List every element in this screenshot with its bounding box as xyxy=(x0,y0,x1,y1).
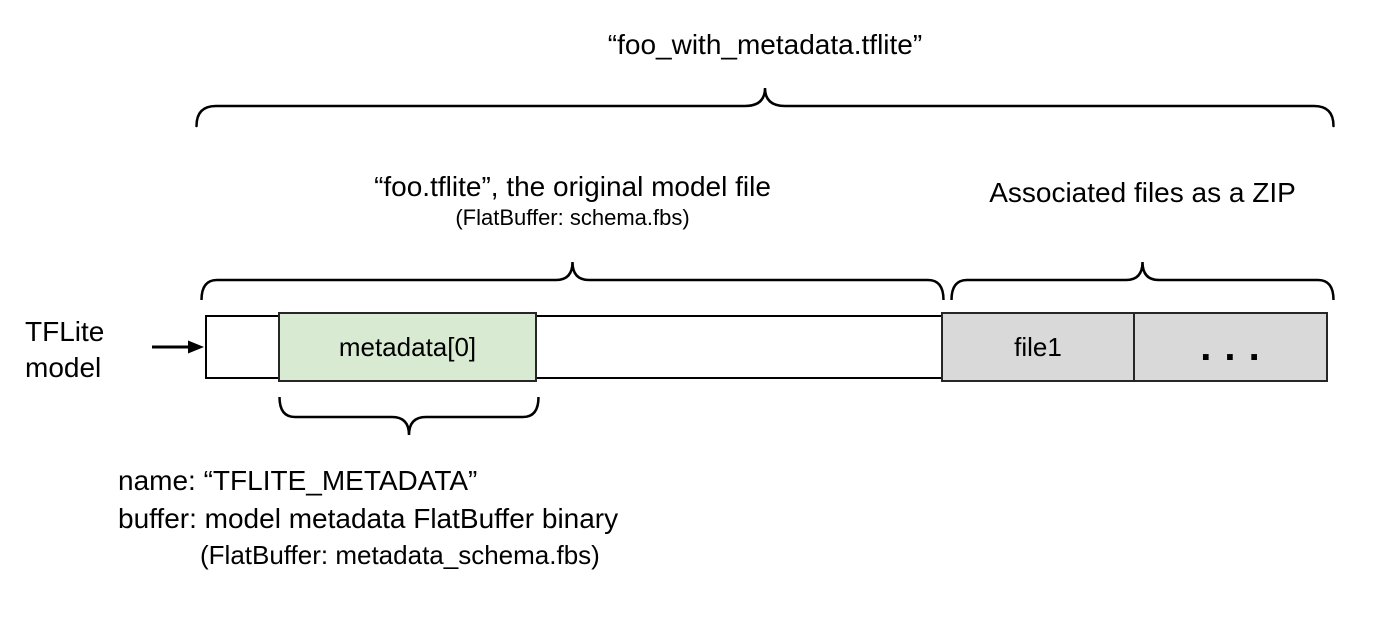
file1-segment: file1 xyxy=(941,312,1135,382)
metadata-brace xyxy=(278,397,540,436)
zip-section-brace xyxy=(950,261,1335,300)
tflite-model-label-line1: TFLite xyxy=(25,316,105,347)
model-section-sublabel: (FlatBuffer: schema.fbs) xyxy=(455,205,690,230)
more-files-segment: . . . xyxy=(1133,312,1328,382)
model-section-label: “foo.tflite”, the original model file xyxy=(374,171,771,202)
metadata-segment-label: metadata[0] xyxy=(338,331,477,362)
metadata-annotation: name: “TFLITE_METADATA” buffer: model me… xyxy=(118,462,818,572)
model-section-brace xyxy=(200,261,945,300)
zip-section-label: Associated files as a ZIP xyxy=(989,177,1296,208)
file1-segment-label: file1 xyxy=(1014,331,1062,362)
more-files-segment-label: . . . xyxy=(1200,324,1261,369)
annotation-name-line: name: “TFLITE_METADATA” xyxy=(118,465,478,496)
file-title: “foo_with_metadata.tflite” xyxy=(607,29,923,60)
metadata-segment: metadata[0] xyxy=(278,312,537,382)
tflite-model-label-line2: model xyxy=(25,352,102,383)
tflite-model-label: TFLite model xyxy=(25,314,150,386)
right-arrow-icon xyxy=(152,340,204,354)
annotation-buffer-line: buffer: model metadata FlatBuffer binary xyxy=(118,503,619,534)
top-brace xyxy=(195,87,1335,128)
annotation-schema-line: (FlatBuffer: metadata_schema.fbs) xyxy=(200,540,600,570)
model-section-caption: “foo.tflite”, the original model file (F… xyxy=(200,170,945,232)
